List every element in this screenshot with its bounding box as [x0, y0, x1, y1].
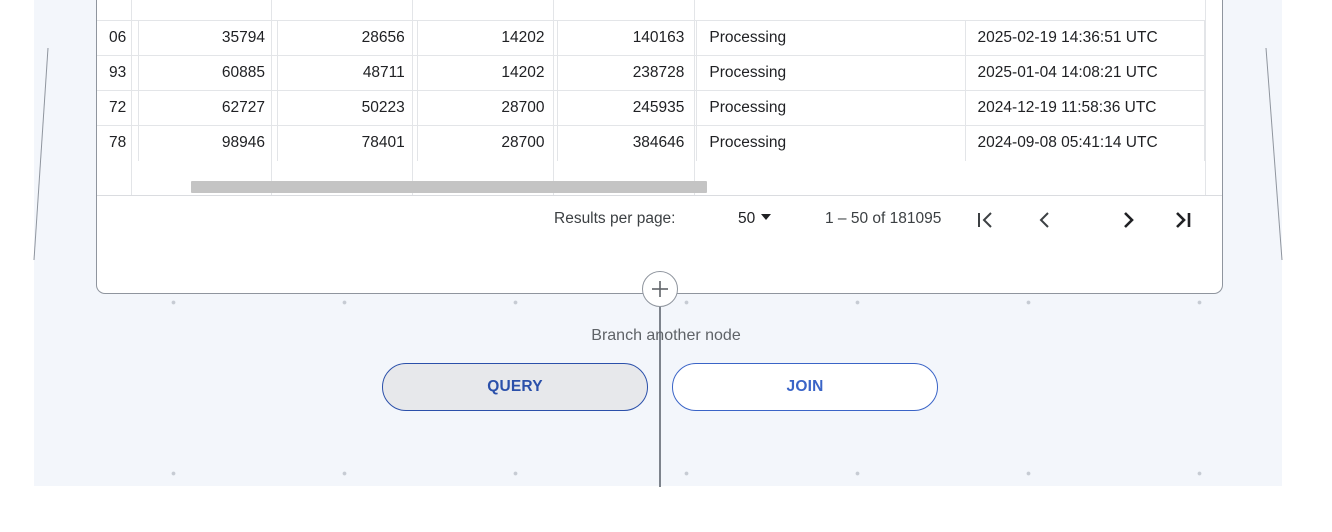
table-row[interactable]: 72 62727 50223 28700 245935 Processing 2… — [97, 90, 1205, 126]
results-table-viewport[interactable]: 06 35794 28656 14202 140163 Processing 2… — [97, 0, 1205, 196]
table-cell: 48711 — [277, 55, 418, 91]
table-row[interactable]: 06 35794 28656 14202 140163 Processing 2… — [97, 20, 1205, 56]
table-cell: 98946 — [138, 125, 279, 161]
table-row[interactable]: 93 60885 48711 14202 238728 Processing 2… — [97, 55, 1205, 91]
table-cell: 245935 — [557, 90, 698, 126]
last-page-button[interactable] — [1169, 206, 1197, 234]
chevron-left-icon — [1039, 212, 1049, 228]
add-node-button[interactable] — [642, 271, 678, 307]
table-cell: 50223 — [277, 90, 418, 126]
paginator: Results per page: 50 1 – 50 of 181095 — [97, 196, 1222, 246]
query-button[interactable]: QUERY — [382, 363, 648, 411]
timestamp-cell: 2025-01-04 14:08:21 UTC — [965, 55, 1205, 91]
timestamp-cell: 2024-09-08 05:41:14 UTC — [965, 125, 1205, 161]
table-divider — [97, 195, 1222, 196]
table-cell: 14202 — [417, 55, 558, 91]
status-cell: Processing — [696, 125, 966, 161]
join-button[interactable]: JOIN — [672, 363, 938, 411]
status-cell: Processing — [696, 90, 966, 126]
table-cell: 93 — [97, 55, 140, 91]
table-cell: 28700 — [417, 90, 558, 126]
result-node-card: 06 35794 28656 14202 140163 Processing 2… — [96, 0, 1223, 294]
plus-icon — [652, 281, 668, 297]
table-cell: 238728 — [557, 55, 698, 91]
last-page-icon — [1176, 212, 1191, 228]
table-cell: 60885 — [138, 55, 279, 91]
table-cell: 28700 — [417, 125, 558, 161]
table-cell: 78401 — [277, 125, 418, 161]
canvas-left-edge — [33, 47, 49, 261]
status-cell: Processing — [696, 55, 966, 91]
page-size-select[interactable]: 50 — [738, 210, 772, 228]
range-label: 1 – 50 of 181095 — [825, 210, 942, 227]
canvas-right-edge — [1265, 47, 1283, 261]
caret-down-icon — [761, 214, 772, 220]
timestamp-cell: 2025-02-19 14:36:51 UTC — [965, 20, 1205, 56]
table-cell: 72 — [97, 90, 140, 126]
page-size-value: 50 — [738, 210, 756, 227]
table-cell: 78 — [97, 125, 140, 161]
table-cell: 06 — [97, 20, 140, 56]
table-cell: 384646 — [557, 125, 698, 161]
table-cell: 28656 — [277, 20, 418, 56]
results-per-page-label: Results per page: — [554, 210, 676, 227]
chevron-right-icon — [1124, 212, 1134, 228]
status-cell: Processing — [696, 20, 966, 56]
timestamp-cell: 2024-12-19 11:58:36 UTC — [965, 90, 1205, 126]
vertical-scrollbar-track[interactable] — [1205, 0, 1222, 196]
connector-line — [659, 307, 661, 487]
first-page-icon — [978, 212, 992, 228]
horizontal-scrollbar-thumb[interactable] — [191, 181, 707, 193]
results-table: 06 35794 28656 14202 140163 Processing 2… — [97, 20, 1205, 161]
table-row[interactable]: 78 98946 78401 28700 384646 Processing 2… — [97, 125, 1205, 161]
table-cell: 14202 — [417, 20, 558, 56]
table-cell: 62727 — [138, 90, 279, 126]
table-cell: 35794 — [138, 20, 279, 56]
table-cell: 140163 — [557, 20, 698, 56]
next-page-button[interactable] — [1114, 206, 1142, 234]
previous-page-button[interactable] — [1031, 206, 1059, 234]
first-page-button[interactable] — [971, 206, 999, 234]
